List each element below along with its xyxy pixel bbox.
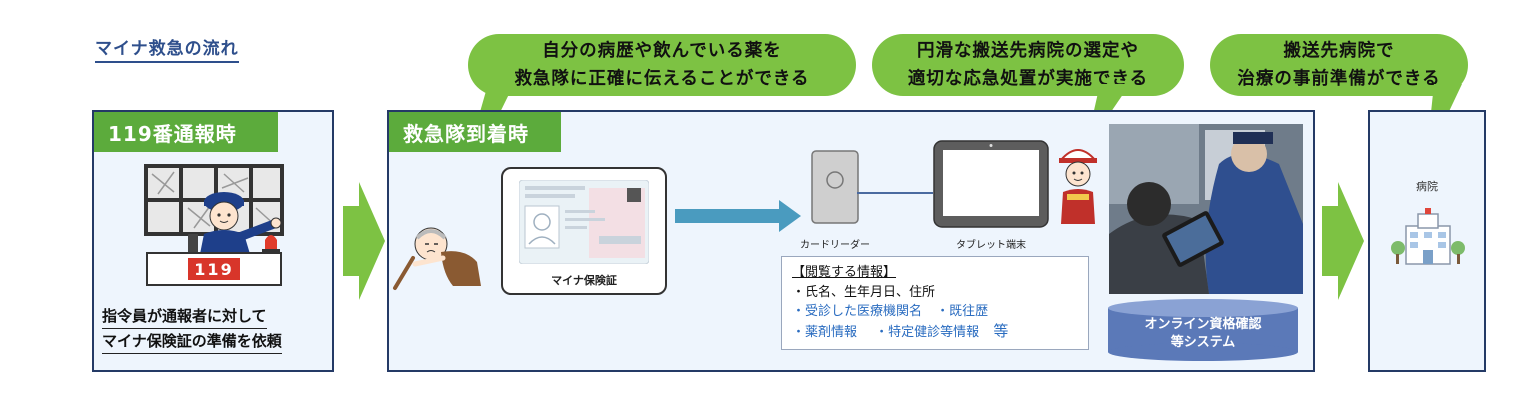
info-line2a: ・受診した医療機関名	[792, 304, 923, 319]
info-line3c: 等	[993, 321, 1009, 340]
panel-119-caption: 指令員が通報者に対して マイナ保険証の準備を依頼	[102, 304, 328, 354]
online-system-line1: オンライン資格確認	[1144, 317, 1262, 332]
online-system-line2: 等システム	[1170, 335, 1236, 350]
info-line3a: ・薬剤情報	[792, 324, 858, 340]
hospital-icon	[1391, 208, 1465, 265]
bubble-patient-line1: 自分の病歴や飲んでいる薬を	[542, 41, 782, 61]
reader-tablet-connector	[857, 192, 933, 194]
bubble-crew: 円滑な搬送先病院の選定や 適切な応急処置が実施できる	[872, 34, 1184, 96]
bubble-hospital-line1: 搬送先病院で	[1283, 41, 1395, 61]
bubble-patient: 自分の病歴や飲んでいる薬を 救急隊に正確に伝えることができる	[468, 34, 856, 96]
operator-icon	[188, 192, 282, 254]
card-reader-label: カードリーダー	[800, 240, 870, 251]
card-reader-icon	[811, 150, 859, 224]
tablet-icon	[933, 140, 1049, 228]
siren-icon	[262, 235, 280, 252]
tablet-label: タブレット端末	[956, 240, 1026, 251]
panel-arrival-tag: 救急隊到着時	[389, 112, 561, 152]
mynumber-card-icon	[519, 180, 649, 264]
info-line1: ・氏名、生年月日、住所	[792, 284, 936, 300]
info-line2: ・受診した医療機関名 ・既往歴	[792, 302, 1078, 322]
card-label: マイナ保険証	[551, 274, 617, 287]
page-title: マイナ救急の流れ	[95, 34, 239, 63]
bubble-hospital: 搬送先病院で 治療の事前準備ができる	[1210, 34, 1468, 96]
bubble-hospital-line2: 治療の事前準備ができる	[1237, 69, 1441, 89]
info-line3: ・薬剤情報 ・特定健診等情報 等	[792, 322, 1078, 343]
panel-hospital: 病院	[1368, 110, 1486, 372]
card-to-reader-arrow	[675, 200, 801, 232]
bubble-crew-line2: 適切な応急処置が実施できる	[907, 69, 1149, 89]
info-line3b: ・特定健診等情報	[875, 324, 980, 340]
panel-119-call-tag: 119番通報時	[94, 112, 278, 152]
panel-119-caption-line1: 指令員が通報者に対して	[102, 304, 267, 329]
bubble-crew-line1: 円滑な搬送先病院の選定や	[917, 41, 1139, 61]
info-line2b: ・既往歴	[936, 304, 989, 319]
info-heading: 【閲覧する情報】	[792, 265, 897, 280]
panel-arrival: 救急隊到着時 マイナ保険証 カードリーダー	[387, 110, 1315, 372]
panel-119-call: 119番通報時 119 指令員が通報者に対して マイナ保険証の	[92, 110, 334, 372]
elderly-patient-icon	[393, 227, 481, 290]
online-system-label: オンライン資格確認 等システム	[1107, 316, 1299, 352]
paramedic-photo	[1109, 124, 1303, 294]
bubble-patient-line2: 救急隊に正確に伝えることができる	[514, 69, 810, 89]
flow-arrow-2	[1322, 182, 1364, 300]
viewed-info-box: 【閲覧する情報】 ・氏名、生年月日、住所 ・受診した医療機関名 ・既往歴 ・薬剤…	[781, 256, 1089, 350]
paramedic-icon	[1058, 149, 1098, 224]
desk-number-plate: 119	[188, 258, 240, 280]
panel-119-caption-line2: マイナ保険証の準備を依頼	[102, 329, 282, 354]
online-system-icon	[1108, 299, 1298, 361]
hospital-label: 病院	[1416, 180, 1438, 193]
flow-arrow-1	[343, 182, 385, 300]
